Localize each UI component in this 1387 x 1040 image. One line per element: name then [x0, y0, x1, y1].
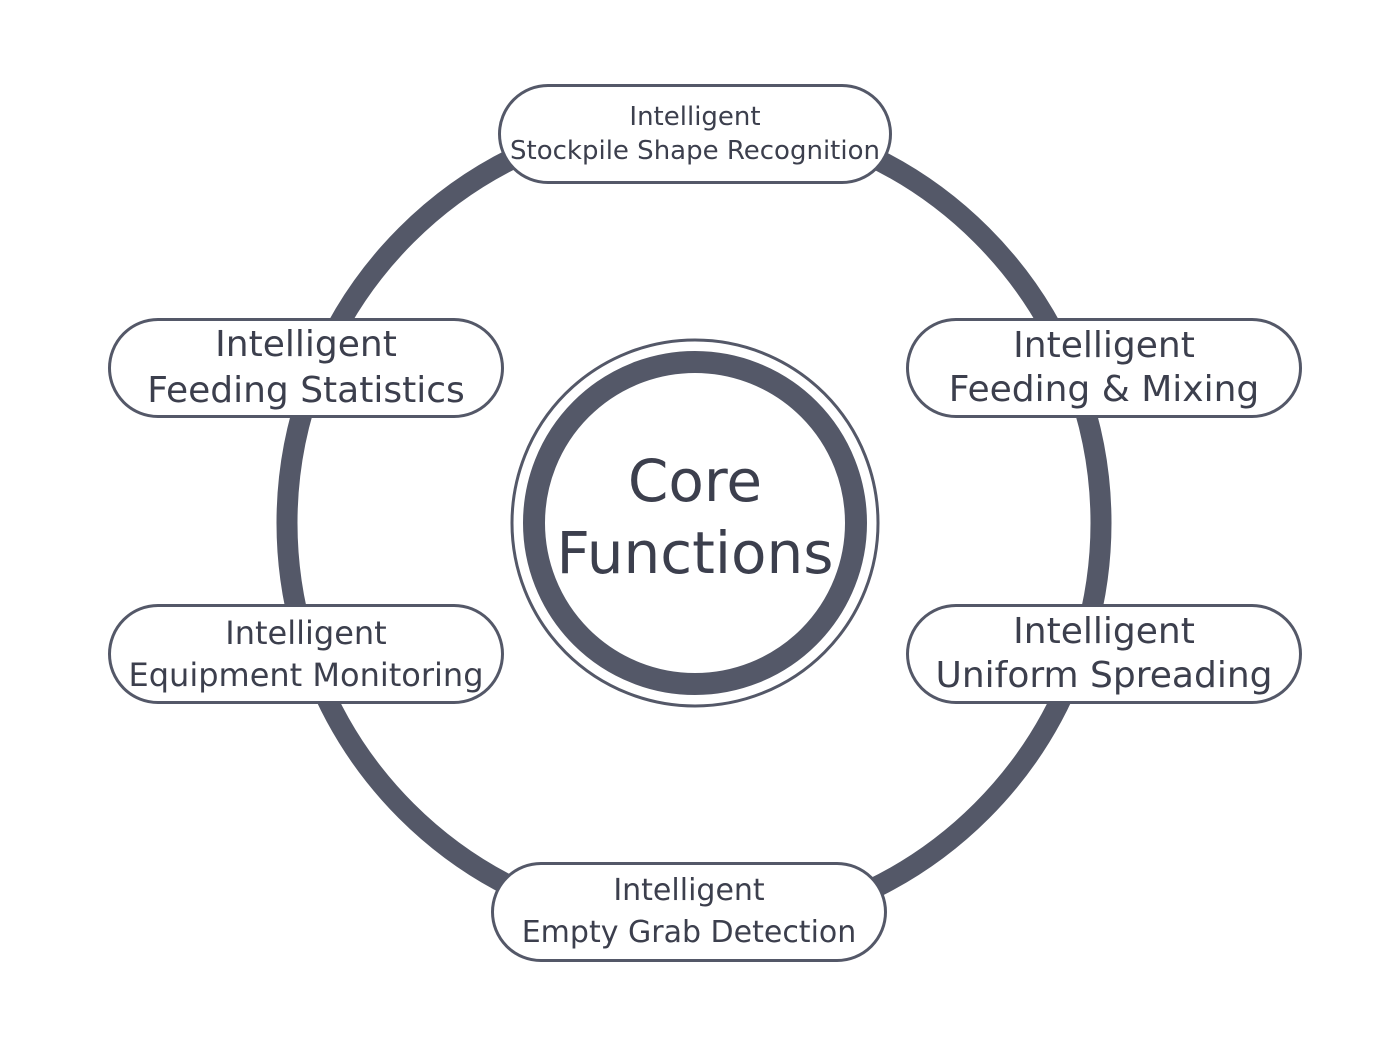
node-equipment-monitoring: Intelligent Equipment Monitoring	[108, 604, 504, 704]
node-label-line1: Intelligent	[1013, 611, 1195, 652]
node-label-line1: Intelligent	[613, 873, 765, 908]
node-stockpile-shape-recognition: Intelligent Stockpile Shape Recognition	[498, 84, 892, 184]
center-title-line1: Core	[627, 447, 763, 515]
node-label-line1: Intelligent	[215, 324, 397, 365]
node-label-line2: Feeding Statistics	[147, 370, 465, 411]
node-label-line1: Intelligent	[1013, 325, 1195, 366]
node-empty-grab-detection: Intelligent Empty Grab Detection	[491, 862, 887, 962]
center-title: Core Functions	[540, 445, 850, 589]
node-label-line2: Empty Grab Detection	[521, 915, 857, 950]
node-label-line2: Stockpile Shape Recognition	[510, 136, 880, 166]
node-label-line1: Intelligent	[225, 614, 387, 652]
node-feeding-mixing: Intelligent Feeding & Mixing	[906, 318, 1302, 418]
node-label-line2: Feeding & Mixing	[948, 369, 1260, 410]
center-thin-ring	[510, 338, 880, 708]
center-title-line2: Functions	[556, 519, 834, 587]
node-label-line1: Intelligent	[629, 102, 761, 132]
node-label-line2: Equipment Monitoring	[128, 656, 484, 694]
node-uniform-spreading: Intelligent Uniform Spreading	[906, 604, 1302, 704]
node-feeding-statistics: Intelligent Feeding Statistics	[108, 318, 504, 418]
node-label-line2: Uniform Spreading	[935, 655, 1273, 696]
center-thick-ring	[523, 351, 867, 695]
